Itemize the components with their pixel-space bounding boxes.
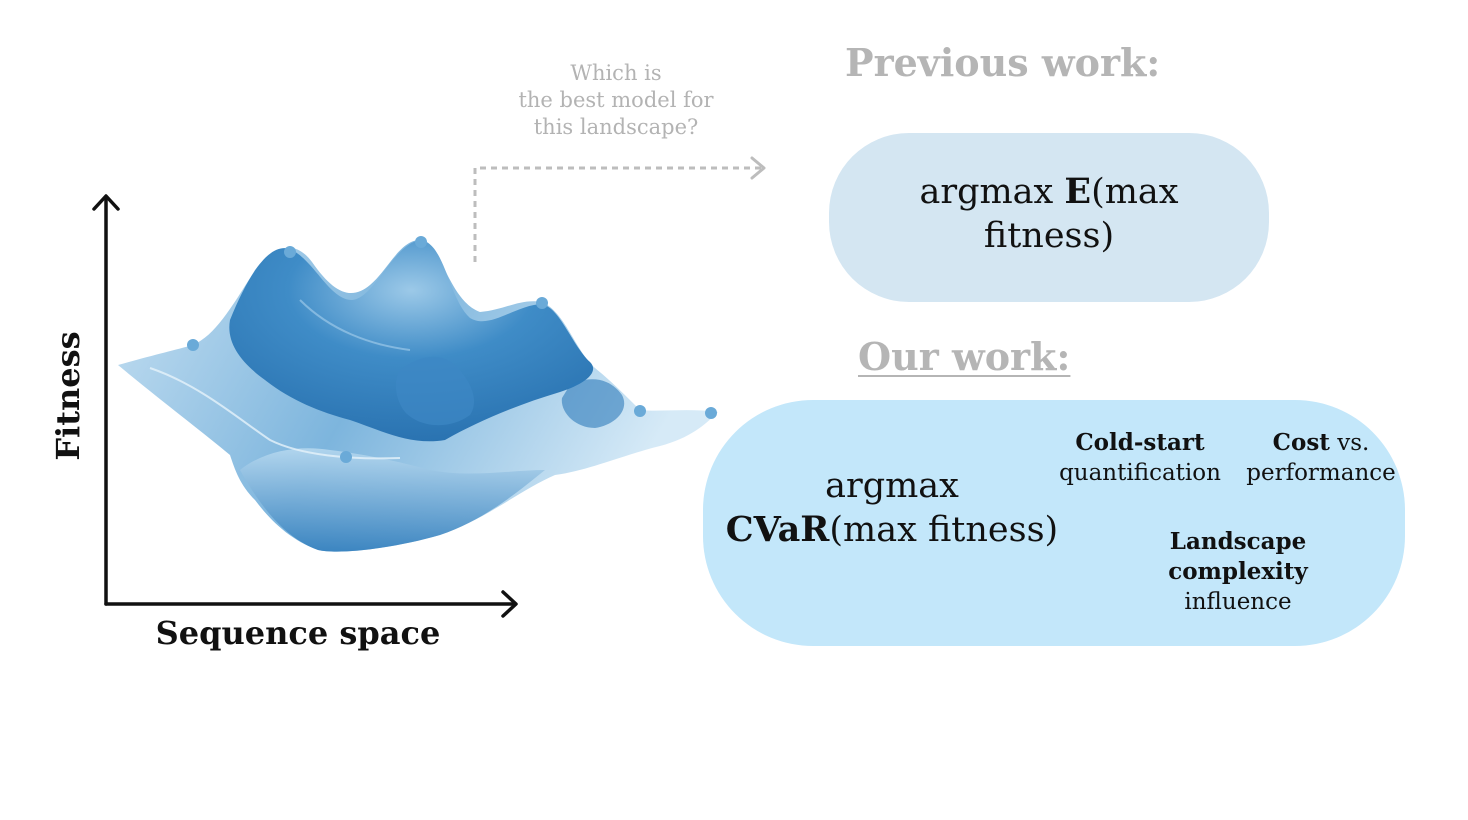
x-axis-label: Sequence space [155,614,441,652]
our-formula-max-fitness: (max fitness) [829,510,1059,550]
fitness-landscape-surface [118,240,718,552]
landscape-point [340,451,352,463]
feature-cost-vs-performance: Cost vs. performance [1236,428,1406,488]
feature-landscape-title-1: Landscape [1169,528,1307,555]
prev-formula-expectation: E [1064,171,1092,212]
feature-cold-start-desc: quantification [1059,460,1221,486]
landscape-point [705,407,717,419]
landscape-point [536,297,548,309]
landscape-point [187,339,199,351]
feature-landscape-title-2: complexity [1168,558,1308,585]
landscape-point [284,246,296,258]
connector-arrow [473,166,762,262]
axes [92,194,518,618]
our-formula-argmax: argmax [825,466,959,506]
prev-formula-max: (max [1091,172,1179,212]
y-axis-arrow-icon [92,194,120,211]
question-line-1: Which is [570,61,662,85]
feature-cold-start: Cold-start quantification [1050,428,1230,488]
question-line-2: the best model for [518,88,714,112]
our-work-box [703,400,1405,646]
our-formula-cvar: CVaR [725,509,830,550]
feature-cost-title: Cost [1272,429,1330,456]
our-work-formula: argmax CVaR(max fitness) [712,464,1072,552]
feature-cold-start-title: Cold-start [1075,429,1205,456]
previous-work-heading: Previous work: [845,40,1161,85]
our-work-heading: Our work: [858,334,1071,379]
landscape-points [187,236,717,463]
previous-work-box [829,133,1269,302]
question-text: Which is the best model for this landsca… [500,60,732,141]
previous-work-formula: argmax E(max fitness) [829,170,1269,258]
question-line-3: this landscape? [533,115,699,139]
connector-arrow-head-icon [750,156,766,180]
feature-cost-vs: vs. [1329,430,1370,456]
feature-landscape-complexity: Landscape complexity influence [1148,527,1328,617]
landscape-point [415,236,427,248]
prev-formula-argmax: argmax [919,172,1065,212]
y-axis-label: Fitness [49,331,87,461]
feature-landscape-desc: influence [1184,589,1292,615]
x-axis-arrow-icon [501,590,518,618]
landscape-point [634,405,646,417]
prev-formula-fitness: fitness) [983,216,1115,256]
feature-cost-desc: performance [1246,460,1396,486]
